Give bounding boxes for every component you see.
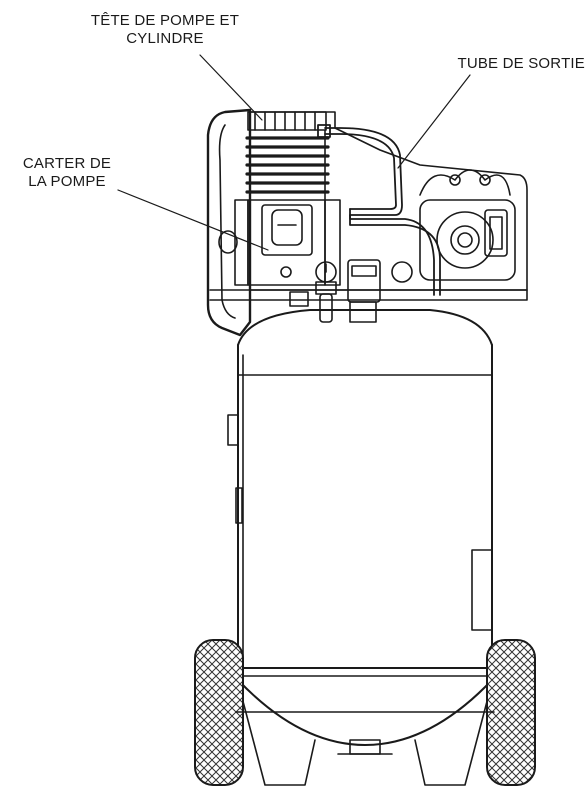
drain-valve (349, 739, 381, 755)
pump-head-cylinder (245, 111, 330, 201)
label-line: CARTER DE (22, 155, 112, 172)
regulator-knob (319, 293, 333, 323)
tank-port (227, 414, 239, 446)
tank-tag (235, 487, 243, 524)
label-line: TUBE DE SORTIE (457, 55, 585, 72)
leader-crankcase (117, 189, 269, 251)
label-line: CYLINDRE (126, 30, 204, 47)
gauges-regulator (289, 259, 413, 323)
safety-valve (289, 291, 309, 307)
leader-outlet-tube (397, 74, 471, 169)
label-outlet-tube: TUBE DE SORTIE (395, 55, 585, 73)
label-pump-head-cylinder: TÊTE DE POMPE ET CYLINDRE (55, 12, 275, 48)
label-line: LA POMPE (28, 173, 106, 190)
outlet-tube (317, 124, 441, 296)
label-line: TÊTE DE POMPE ET (90, 12, 240, 29)
label-pump-crankcase: CARTER DE LA POMPE (2, 155, 132, 191)
air-tank (227, 309, 493, 746)
leader-pump-head (199, 54, 263, 121)
electric-motor (419, 169, 516, 281)
tank-gauge (391, 261, 413, 283)
tank-handle (471, 549, 493, 631)
tank-base (239, 689, 491, 786)
tube-fitting (317, 124, 331, 138)
pump-crankcase (234, 199, 341, 286)
gauge-plug (218, 230, 238, 254)
leader-lines (117, 54, 471, 251)
pump-shroud (206, 108, 528, 337)
